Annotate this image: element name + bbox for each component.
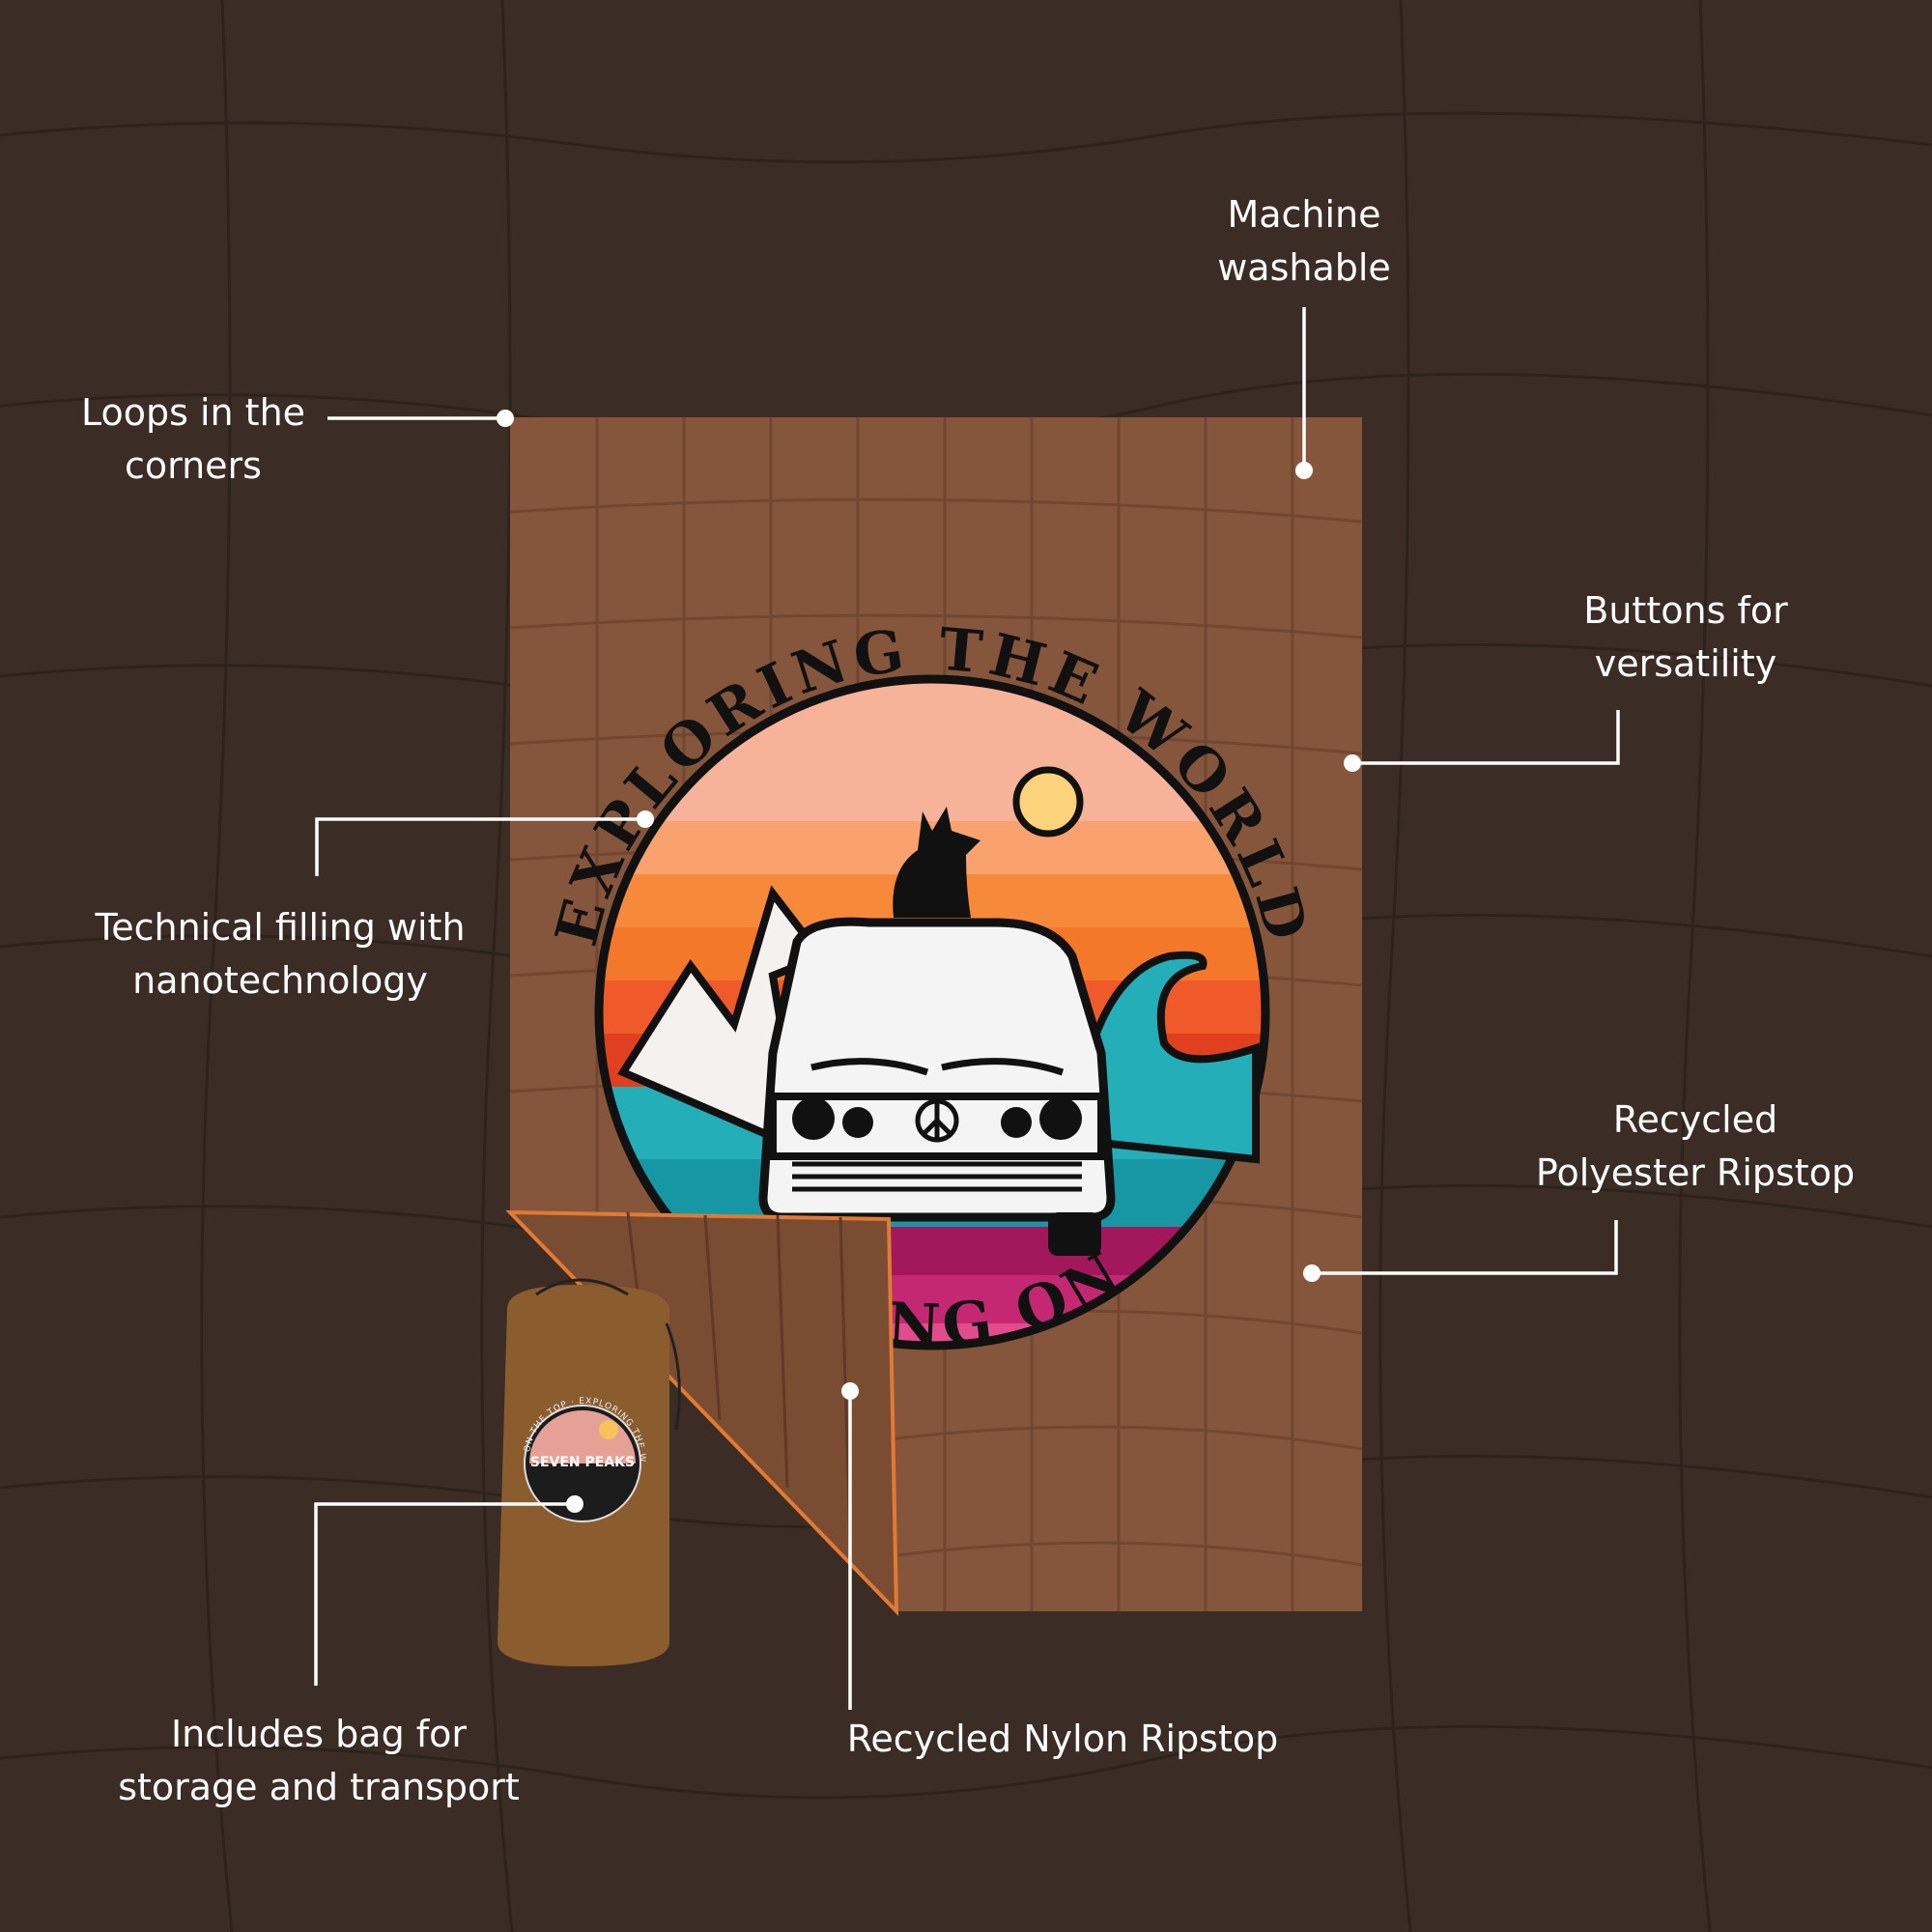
callout-technical-filling: Technical filling with nanotechnology xyxy=(48,901,512,1008)
callout-buttons-versatility: Buttons for versatility xyxy=(1492,584,1879,691)
callout-includes-bag: Includes bag for storage and transport xyxy=(77,1708,560,1814)
callout-line: Technical filling with xyxy=(95,906,466,949)
dog-icon xyxy=(893,807,980,918)
callout-recycled-nylon: Recycled Nylon Ripstop xyxy=(792,1713,1333,1766)
callout-line: Machine xyxy=(1227,193,1381,236)
peace-sign-icon xyxy=(915,1098,959,1143)
callout-line: Recycled Nylon Ripstop xyxy=(846,1718,1279,1760)
callout-line: corners xyxy=(125,444,262,487)
callout-line: Includes bag for xyxy=(170,1713,468,1755)
callout-line: nanotechnology xyxy=(132,959,428,1002)
callout-dots xyxy=(497,410,1361,1513)
callout-line: Recycled xyxy=(1612,1098,1778,1141)
sun-icon xyxy=(1012,766,1084,838)
callout-line: washable xyxy=(1217,246,1391,289)
callout-line: storage and transport xyxy=(118,1766,520,1808)
callout-line: versatility xyxy=(1594,642,1777,685)
callout-machine-washable: Machine washable xyxy=(1111,188,1497,295)
callout-line: Buttons for xyxy=(1583,589,1788,632)
callout-lines xyxy=(314,307,1620,1710)
bag-brand-text: SEVEN PEAKS xyxy=(530,1455,635,1470)
callout-line: Polyester Ripstop xyxy=(1535,1151,1856,1194)
callout-loops-corners: Loops in the corners xyxy=(19,386,367,493)
wave-icon xyxy=(1067,951,1260,1164)
van-icon xyxy=(758,917,1116,1256)
callout-recycled-polyester: Recycled Polyester Ripstop xyxy=(1492,1094,1898,1200)
callout-line: Loops in the xyxy=(80,391,306,434)
